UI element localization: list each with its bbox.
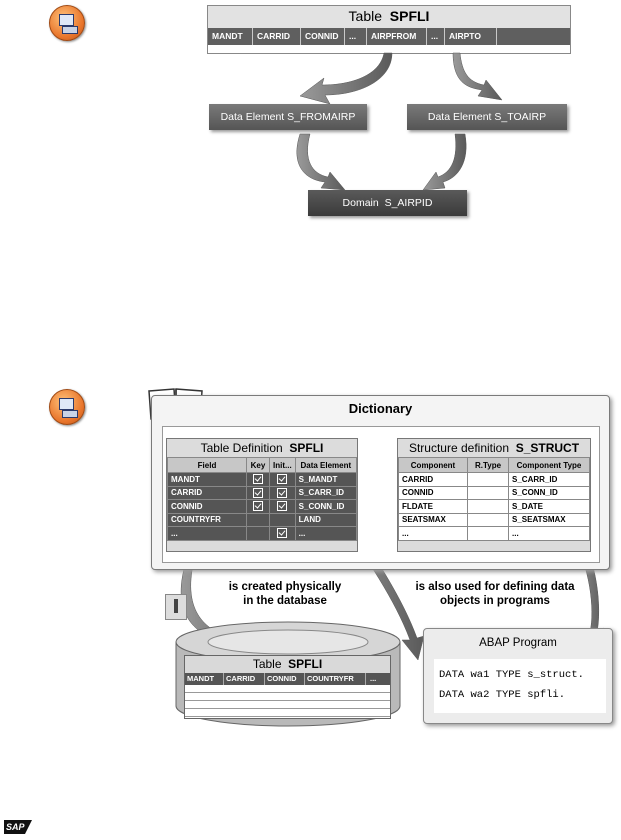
column-header: CONNID <box>265 673 305 685</box>
checkbox-icon <box>253 501 263 512</box>
column-header: ... <box>427 28 445 45</box>
table-name: SPFLI <box>288 657 323 671</box>
checkbox-icon <box>253 487 263 498</box>
caption-name: S_STRUCT <box>515 441 580 455</box>
column-header: Key <box>246 457 270 473</box>
domain-box: Domain S_AIRPID <box>308 190 467 216</box>
code-line: DATA wa2 TYPE spfli. <box>439 689 566 701</box>
arrow <box>422 133 467 191</box>
table-word: Table <box>252 657 282 671</box>
dictionary-panel: Dictionary Table Definition SPFLI Field … <box>151 395 610 570</box>
column-header: CARRID <box>253 28 301 45</box>
db-table-rows <box>185 685 390 717</box>
abap-program-panel: ABAP Program DATA wa1 TYPE s_struct. DAT… <box>423 628 613 724</box>
db-table-spfli: Table SPFLI MANDT CARRID CONNID COUNTRYF… <box>184 655 391 719</box>
program-title: ABAP Program <box>479 637 557 649</box>
column-header: COUNTRYFR <box>305 673 366 685</box>
switch-icon <box>165 594 187 620</box>
dictionary-title: Dictionary <box>348 401 413 416</box>
table-word: Table <box>348 8 382 24</box>
code-area: DATA wa1 TYPE s_struct. DATA wa2 TYPE sp… <box>434 659 606 713</box>
table-row: ...... <box>167 526 358 541</box>
code-line: DATA wa1 TYPE s_struct. <box>439 669 584 681</box>
arrow <box>299 52 393 105</box>
column-header: Init... <box>269 457 296 473</box>
structure-definition: Structure definition S_STRUCT Component … <box>397 438 591 552</box>
checkbox-icon <box>277 487 288 498</box>
checkbox-icon <box>277 501 288 512</box>
table-header-row: MANDT CARRID CONNID ... AIRPFROM ... AIR… <box>208 28 570 45</box>
table-row: ...... <box>398 526 590 541</box>
data-element-to-box: Data Element S_TOAIRP <box>407 104 567 130</box>
arrow <box>452 52 503 101</box>
column-header: MANDT <box>185 673 224 685</box>
column-header: AIRPTO <box>445 28 497 45</box>
column-header: MANDT <box>208 28 253 45</box>
column-header: AIRPFROM <box>367 28 427 45</box>
column-header: R.Type <box>467 457 509 473</box>
column-header: ... <box>345 28 367 45</box>
computer-icon <box>49 5 85 41</box>
column-header: Data Element <box>294 457 358 473</box>
table-name: SPFLI <box>389 8 430 24</box>
table-definition: Table Definition SPFLI Field Key Init...… <box>166 438 358 552</box>
checkbox-icon <box>253 474 263 485</box>
caption-name: SPFLI <box>289 441 324 455</box>
column-header: Component <box>398 457 468 473</box>
arrow <box>296 133 346 191</box>
column-header: Field <box>167 457 247 473</box>
computer-icon <box>49 389 85 425</box>
column-header: Component Type <box>508 457 590 473</box>
column-header: CARRID <box>224 673 265 685</box>
domain-name: S_AIRPID <box>384 197 433 209</box>
created-label: is created physically in the database <box>228 581 342 607</box>
caption-prefix: Table Definition <box>200 441 283 455</box>
data-element-from-box: Data Element S_FROMAIRP <box>209 104 367 130</box>
domain-word: Domain <box>342 197 379 209</box>
column-header: ... <box>370 674 377 683</box>
caption-prefix: Structure definition <box>408 441 510 455</box>
checkbox-icon <box>277 528 288 539</box>
sap-logo: SAP <box>4 820 32 834</box>
table-empty-row <box>208 45 570 53</box>
checkbox-icon <box>277 474 288 485</box>
used-label: is also used for defining data objects i… <box>415 581 575 607</box>
column-header: CONNID <box>301 28 345 45</box>
